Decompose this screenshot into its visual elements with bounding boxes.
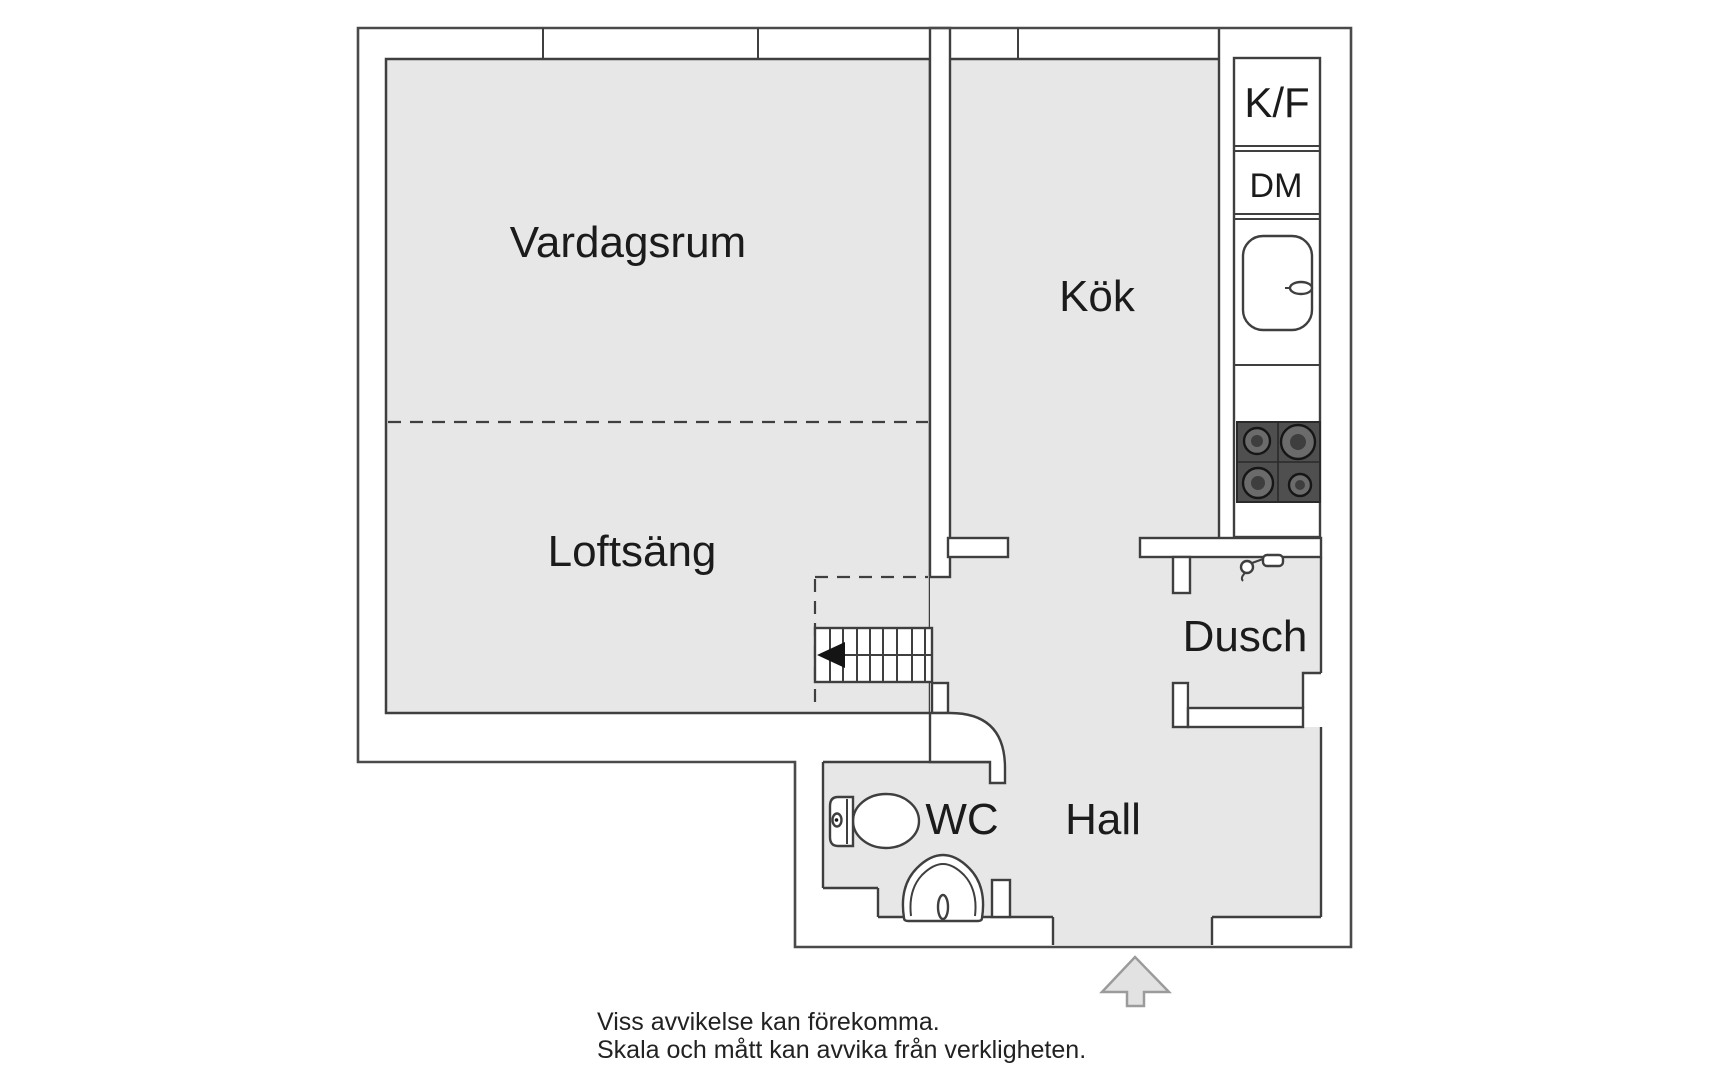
room-dusch-floor xyxy=(1190,557,1321,708)
disclaimer-line-1: Viss avvikelse kan förekomma. xyxy=(597,1008,940,1036)
stove-icon xyxy=(1236,421,1321,503)
outer-boundary xyxy=(356,26,1353,949)
labels: Vardagsrum Loftsäng Kök Dusch WC Hall K/… xyxy=(510,79,1310,1064)
appliance-label-fridge-freezer: K/F xyxy=(1244,79,1309,126)
wall-vardagsrum-kok xyxy=(928,26,952,579)
room-label-kok: Kök xyxy=(1059,272,1136,321)
building-outline xyxy=(356,26,1353,949)
room-label-hall: Hall xyxy=(1065,795,1141,844)
kitchen-counter xyxy=(1232,56,1322,539)
dusch-right-notch-line xyxy=(1301,671,1321,708)
wall-dusch-bottom-band xyxy=(1186,706,1305,729)
wall-kok-stub xyxy=(946,536,1010,559)
room-label-dusch: Dusch xyxy=(1183,612,1308,661)
entrance-arrow-icon xyxy=(1099,955,1172,1008)
stair-landing-floor xyxy=(930,577,950,713)
wall-wc-entry-stub xyxy=(990,878,1012,919)
wall-curved-hall-corner xyxy=(928,711,1007,785)
wall-pieces xyxy=(928,26,1323,919)
room-label-loftsang: Loftsäng xyxy=(548,527,717,576)
stairs xyxy=(813,626,934,684)
sink-icon xyxy=(1241,234,1314,332)
floor-areas xyxy=(384,57,1321,945)
disclaimer-line-2: Skala och mått kan avvika från verklighe… xyxy=(597,1036,1086,1064)
stairs-direction-arrow-icon xyxy=(817,642,845,668)
room-label-vardagsrum: Vardagsrum xyxy=(510,218,746,267)
shower-faucet-icon xyxy=(1239,553,1285,582)
washbasin-icon xyxy=(901,853,985,923)
room-vardagsrum-loftsang-floor xyxy=(384,57,932,715)
appliance-label-dishwasher: DM xyxy=(1250,167,1303,205)
wall-kok-dusch-band xyxy=(1138,536,1323,559)
kok-hall-opening-floor xyxy=(1008,538,1140,560)
wall-dusch-bottom-left-stub xyxy=(1171,681,1190,729)
room-hall-wc-floor xyxy=(823,557,1321,945)
wall-under-stairs-stub xyxy=(930,681,950,715)
room-label-wc: WC xyxy=(925,795,998,844)
wall-dusch-left-stub xyxy=(1171,555,1192,595)
room-kok-floor xyxy=(950,59,1219,538)
toilet-icon xyxy=(828,792,921,850)
